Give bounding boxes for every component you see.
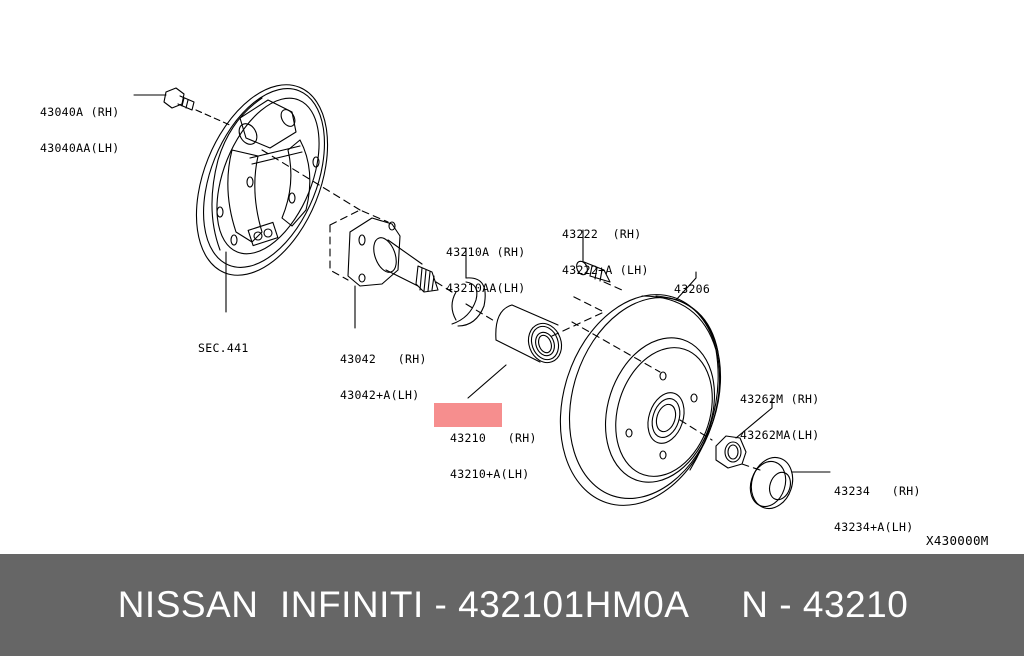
callout-part-number: 43206 xyxy=(674,282,711,296)
backing-plate-bolt-icon xyxy=(133,87,233,127)
exploded-view-drawing xyxy=(133,84,831,510)
callout-hub-nut[interactable]: 43262M (RH) 43262MA(LH) xyxy=(740,369,819,465)
callout-line-rh: 43042 (RH) xyxy=(340,352,427,366)
callout-brake-backing-plate[interactable]: SEC.441 xyxy=(198,318,249,378)
callout-brake-drum[interactable]: 43206 xyxy=(674,259,710,319)
hub-bearing-part-number: 43210 xyxy=(450,431,487,445)
selected-part-highlight xyxy=(434,403,502,427)
callout-spindle[interactable]: 43042 (RH) 43042+A(LH) xyxy=(340,329,427,425)
callout-hub-bearing[interactable]: 43210 (RH) 43210+A(LH) xyxy=(450,408,537,504)
callout-section-ref: SEC.441 xyxy=(198,341,249,355)
hub-bearing-icon xyxy=(467,304,563,399)
callout-line-lh: 43040AA(LH) xyxy=(40,141,120,155)
part-info-banner: NISSAN INFINITI - 432101HM0A N - 43210 xyxy=(0,554,1024,656)
callout-line-lh: 43262MA(LH) xyxy=(740,428,820,442)
hub-cap-icon xyxy=(749,456,831,510)
figure-code: X430000M xyxy=(926,533,989,548)
callout-line-lh: 43234+A(LH) xyxy=(834,520,914,534)
hub-bolt-icon xyxy=(576,229,611,283)
brake-drum-icon xyxy=(559,271,722,506)
callout-hub-bolt[interactable]: 43222 (RH) 43222+A (LH) xyxy=(562,204,649,300)
callout-line-rh: 43210 (RH) xyxy=(450,432,537,444)
callout-hub-cap[interactable]: 43234 (RH) 43234+A(LH) xyxy=(834,461,921,557)
callout-line-rh: 43040A (RH) xyxy=(40,105,120,119)
callout-line-lh: 43210+A(LH) xyxy=(450,467,530,481)
rh-suffix: (RH) xyxy=(507,431,537,445)
callout-line-lh: 43222+A (LH) xyxy=(562,263,649,277)
snap-ring-icon xyxy=(451,247,486,327)
callout-line-rh: 43234 (RH) xyxy=(834,484,921,498)
callout-line-rh: 43262M (RH) xyxy=(740,392,820,406)
callout-snap-ring[interactable]: 43210A (RH) 43210AA(LH) xyxy=(446,222,525,318)
callout-backing-plate-bolt[interactable]: 43040A (RH) 43040AA(LH) xyxy=(40,82,119,178)
brake-backing-plate-icon xyxy=(195,84,329,313)
callout-line-rh: 43222 (RH) xyxy=(562,227,642,241)
callout-line-rh: 43210A (RH) xyxy=(446,245,526,259)
spindle-icon xyxy=(347,217,439,329)
callout-line-lh: 43042+A(LH) xyxy=(340,388,420,402)
part-info-text: NISSAN INFINITI - 432101HM0A N - 43210 xyxy=(117,584,909,625)
parts-diagram: 43040A (RH) 43040AA(LH) SEC.441 43042 (R… xyxy=(40,82,989,557)
callout-line-lh: 43210AA(LH) xyxy=(446,281,526,295)
hub-nut-icon xyxy=(715,397,773,469)
